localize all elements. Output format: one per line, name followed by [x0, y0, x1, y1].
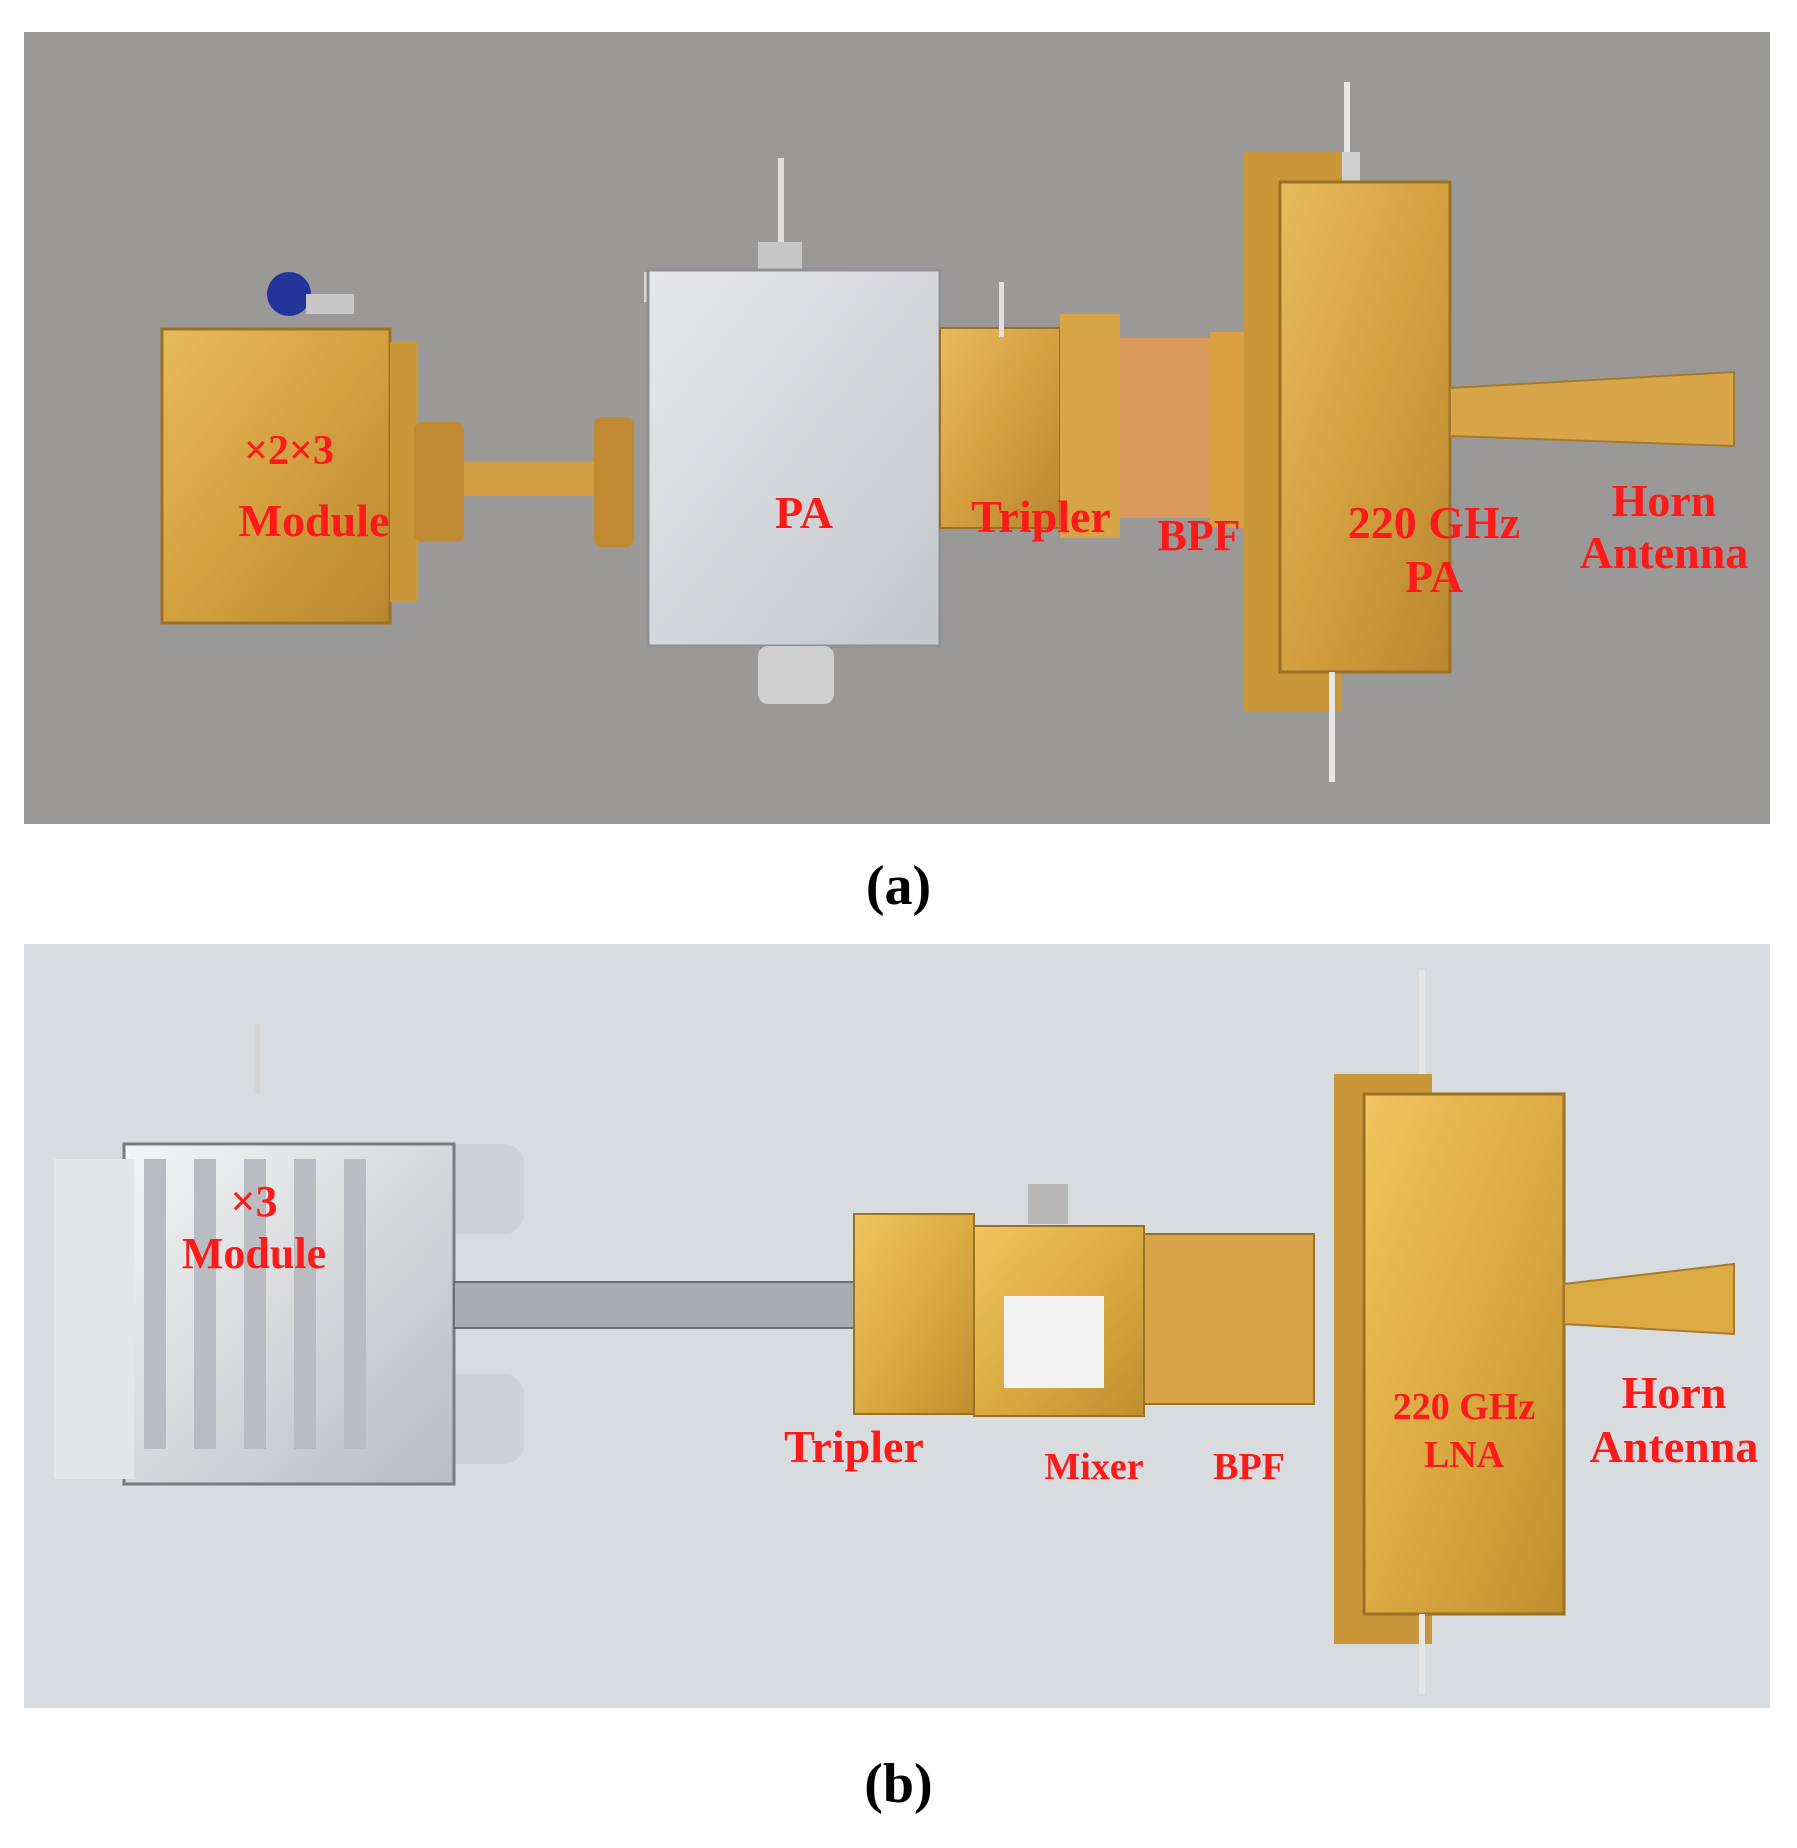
module-label-line2: Module — [238, 495, 390, 546]
lna220-block — [1334, 970, 1566, 1694]
tripler-label-a: Tripler — [971, 491, 1111, 542]
x3-module-label-line2: Module — [181, 1229, 327, 1278]
horn-antenna-label-line2: Antenna — [1589, 1421, 1759, 1472]
horn-antenna-label-b: Horn Antenna — [1574, 1370, 1770, 1470]
x2x3-module-label: ×2×3 — [214, 430, 364, 472]
pa220-block — [1244, 82, 1452, 782]
pa220-label: 220 GHz PA — [1324, 500, 1544, 600]
x2x3-module-block — [160, 272, 418, 625]
transmitter-photo — [160, 82, 1735, 782]
receiver-photo — [54, 970, 1735, 1694]
horn-antenna-shape — [1563, 1262, 1735, 1336]
horn-antenna-label-line1: Horn — [1621, 1367, 1727, 1418]
pa220-label-line2: PA — [1405, 551, 1463, 602]
bpf-label-a: BPF — [1157, 511, 1241, 560]
lna220-label-line1: 220 GHz — [1392, 1386, 1536, 1428]
x3-module-label-line1: ×3 — [230, 1177, 278, 1226]
horn-antenna-label-a: Horn Antenna — [1554, 478, 1770, 576]
horn-antenna-shape — [1449, 370, 1735, 448]
lna220-label: 220 GHz LNA — [1364, 1388, 1564, 1474]
x3-module-block — [54, 1024, 524, 1486]
mixer-block — [973, 1184, 1145, 1417]
photo-panel-b: ×3 Module Tripler Mixer BPF 220 GHz LNA … — [24, 944, 1770, 1708]
horn-antenna-label-line2: Antenna — [1579, 527, 1749, 578]
tripler-block — [853, 1213, 975, 1415]
tripler-label-b: Tripler — [784, 1421, 924, 1472]
horn-antenna-label-line1: Horn — [1611, 475, 1717, 526]
pa-box — [644, 158, 942, 704]
pa220-label-line1: 220 GHz — [1347, 497, 1521, 548]
x3-module-label: ×3 Module — [164, 1180, 344, 1276]
x2x3-module-label-line1: ×2×3 — [244, 428, 334, 474]
module-label-a: Module — [204, 498, 424, 544]
caption-a: (a) — [865, 855, 932, 917]
mixer-label: Mixer — [1044, 1446, 1144, 1488]
photo-panel-a: ×2×3 Module PA Tripler BPF 220 GHz PA Ho… — [24, 32, 1770, 824]
pa-label: PA — [775, 487, 833, 538]
bpf-block — [1143, 1233, 1315, 1405]
bpf-label-b: BPF — [1213, 1446, 1285, 1488]
caption-b: (b) — [864, 1753, 933, 1815]
lna220-label-line2: LNA — [1423, 1434, 1505, 1476]
